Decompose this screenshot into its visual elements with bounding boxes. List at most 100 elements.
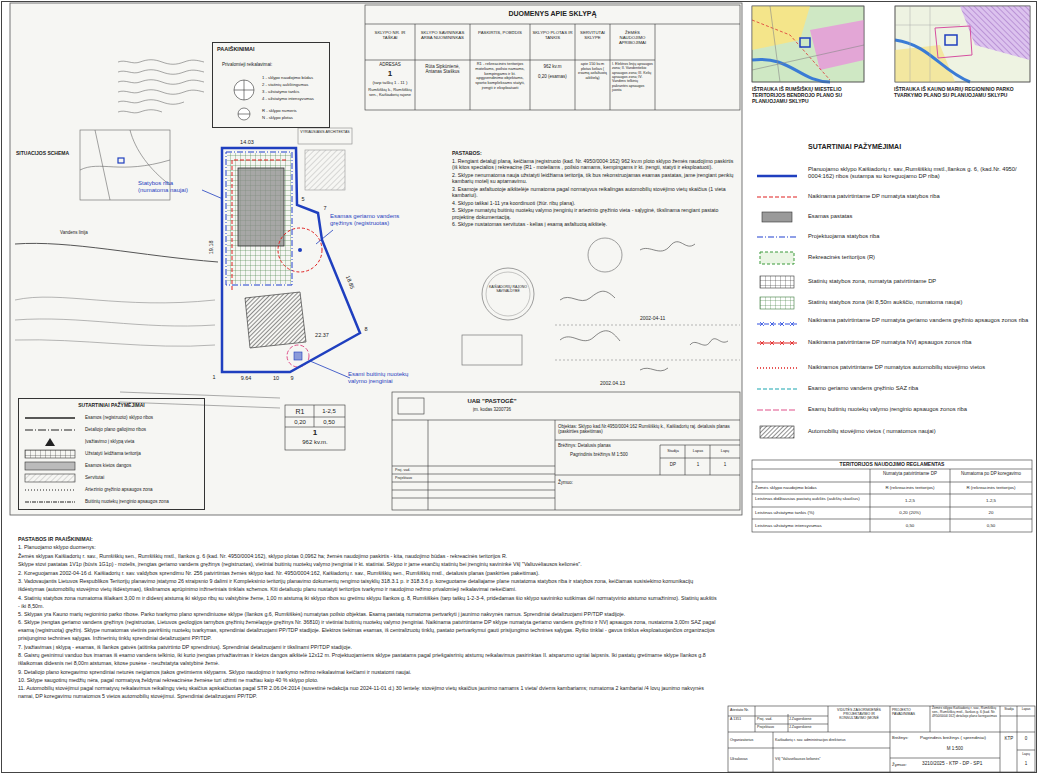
legend-text: 1 - sklypo naudojimo būdas [262, 75, 328, 80]
plot-index-cell: 0,50 [316, 419, 342, 426]
title-block-text: Stadija [661, 449, 685, 454]
legend-text: Buitinių nuotekų įrenginio apsaugos zona [85, 499, 200, 505]
scan-legend-samples [25, 418, 75, 502]
plot-drawing [245, 292, 306, 348]
box-title: DUOMENYS APIE SKLYPĄ [365, 10, 740, 18]
title-block-grid [728, 706, 1035, 772]
dimension-label: 5 [299, 196, 307, 203]
table-cell: apie 150 kv.m plotas kelias ( esamą asfa… [577, 62, 608, 80]
legend-text: Naikinamos patvirtintame DP numatytos au… [808, 364, 1030, 371]
table-cell: ŽEMĖS NAUDOJIMO APRIBOJIMAI [612, 30, 653, 45]
approval-stamps [588, 238, 622, 272]
table-cell: ADRESAS [367, 62, 413, 67]
title-block-text: Stadija [1001, 708, 1017, 712]
stamp-text: VYRIAUSIASIS ARCHITEKTAS [300, 130, 350, 134]
sheet-frame [10, 3, 742, 515]
dimension-label: 1 [210, 374, 218, 381]
map-caption: IŠTRAUKA IŠ KAUNO MARIŲ REGIONINIO PARKO… [894, 86, 1032, 98]
title-block-text: Brėžinys: [892, 736, 920, 741]
table-cell: Rūta Sipkūnienė, Antanas Staškus [417, 64, 468, 75]
plot-index-box [285, 405, 345, 427]
legend-sample [757, 368, 797, 369]
legend-sample [757, 176, 797, 177]
approval-stamps [560, 291, 615, 300]
date-text: 2002-04-11 [640, 315, 680, 321]
title-block-text: Atestato Nr. [730, 708, 756, 712]
title-block-text: 1 [1018, 761, 1034, 766]
notes-block: PASTABOS IR PAAIŠKINIMAI:1. Planuojamo s… [18, 536, 718, 702]
terrain-lines [15, 243, 218, 262]
legend-sample [760, 252, 794, 264]
legend-sample [757, 196, 797, 197]
plot-index-cell: 1-2,5 [316, 408, 342, 415]
legend-text: Automobilių stovėjimo vietos ( numatomos… [808, 428, 1030, 435]
legend-text: Statinių statybos zona, numatyta patvirt… [808, 278, 1030, 285]
title-block-text: J.Zagorskienė [789, 717, 827, 721]
legend-text: Esamas pastatas [808, 213, 1030, 220]
note-text: 9. Detaliojo plano koregavimo sprendinia… [18, 669, 718, 677]
legend-sample [760, 322, 794, 326]
note-text: 3. Vadovaujantis Lietuvos Respublikos Te… [18, 578, 718, 594]
approval-stamps [640, 242, 695, 251]
approval-stamps [690, 339, 728, 345]
note-text: PASTABOS: [452, 150, 737, 157]
table-cell: PASKIRTIS, POBŪDIS [472, 30, 528, 35]
scan-legend-samples [25, 417, 75, 419]
map-inset [895, 6, 1030, 82]
map-inset: IŠTRAUKA IŠ KAUNO MARIŲ REGIONINIO PARKO… [892, 4, 1034, 110]
table-cell: Leistinas užstatymo intensyvumas [755, 523, 867, 528]
title-block-text: Lapų [1018, 752, 1034, 756]
note-text: 7. Įvažiavimas į sklypą - esamas, iš Ila… [18, 644, 718, 652]
legend-text: Naikinama patvirtintame DP numatyta stat… [808, 193, 1030, 200]
legend-sample [760, 276, 794, 288]
callout-leader [202, 190, 223, 199]
title-block-text: Pagrindinis brėžinys ( sprendiniai) [920, 735, 998, 740]
plot-index-cell: 1 [288, 428, 342, 438]
table-cell: 0,20 (esamas) [532, 74, 573, 79]
callout-text: Statybos riba (numatoma naujai) [138, 180, 200, 194]
plot-drawing [226, 152, 292, 285]
map-inset [895, 40, 970, 82]
legend-text: Privalomieji reikalavimai: [222, 62, 322, 68]
handwriting-scribble [118, 60, 204, 113]
approval-stamps [555, 325, 740, 360]
scan-title-block [398, 398, 424, 414]
title-block-text: Projektavo [757, 725, 787, 729]
data-table-grid [365, 5, 740, 110]
legend-sample [757, 343, 797, 344]
title-block-text: PROJEKTO PAVADINIMAS [892, 708, 929, 716]
title-block-text: Proj. vad. [757, 717, 787, 721]
approval-stamps [560, 331, 620, 341]
title-block-text: Žemės sklypo Kaišiadorių r. sav., Rumšiš… [932, 707, 998, 719]
scan-title-block [392, 392, 740, 510]
legend-text: Esamos kietos dangos [85, 463, 200, 469]
legend-sample [757, 324, 797, 325]
data-table-grid [365, 24, 740, 110]
title-block-text: Lapas [686, 449, 710, 454]
title-block-grid [890, 706, 1035, 772]
note-text: 2. Koreguojamas 2002-04-16 d. Kaišiadori… [18, 570, 718, 578]
title-block-text: Žymuo: [558, 480, 598, 485]
table-cell: 1-2,5 [952, 498, 1030, 503]
legend-sample [760, 426, 794, 438]
title-block-text: Žymuo: [892, 762, 920, 767]
legend-sample [760, 297, 794, 309]
title-block-text: Organizatorius [730, 738, 772, 742]
table-cell: Žemės sklypo naudojimo būdas [755, 485, 867, 490]
title-block-text: VšĮ "Valiuvėliausos kelionės" [775, 757, 887, 761]
legend-sample [760, 297, 794, 309]
handwriting-scribble [118, 70, 204, 75]
handwriting-scribble [118, 80, 204, 85]
map-label: Vandens linija [60, 230, 110, 235]
dimension-label: 19.18 [208, 236, 215, 258]
plot-index-cell: R1 [288, 408, 312, 416]
legend-text: Projektuojama statybos riba [808, 233, 1030, 240]
title-block-text: J.Zagorskienė [789, 725, 827, 729]
table-cell: Leistinas užstatymo tankis (%) [755, 510, 867, 515]
map-inset [800, 38, 810, 47]
legend-symbol [238, 114, 250, 115]
legend-text: 4 - užstatymo intensyvumas [262, 96, 328, 101]
legend-sample [757, 236, 797, 237]
